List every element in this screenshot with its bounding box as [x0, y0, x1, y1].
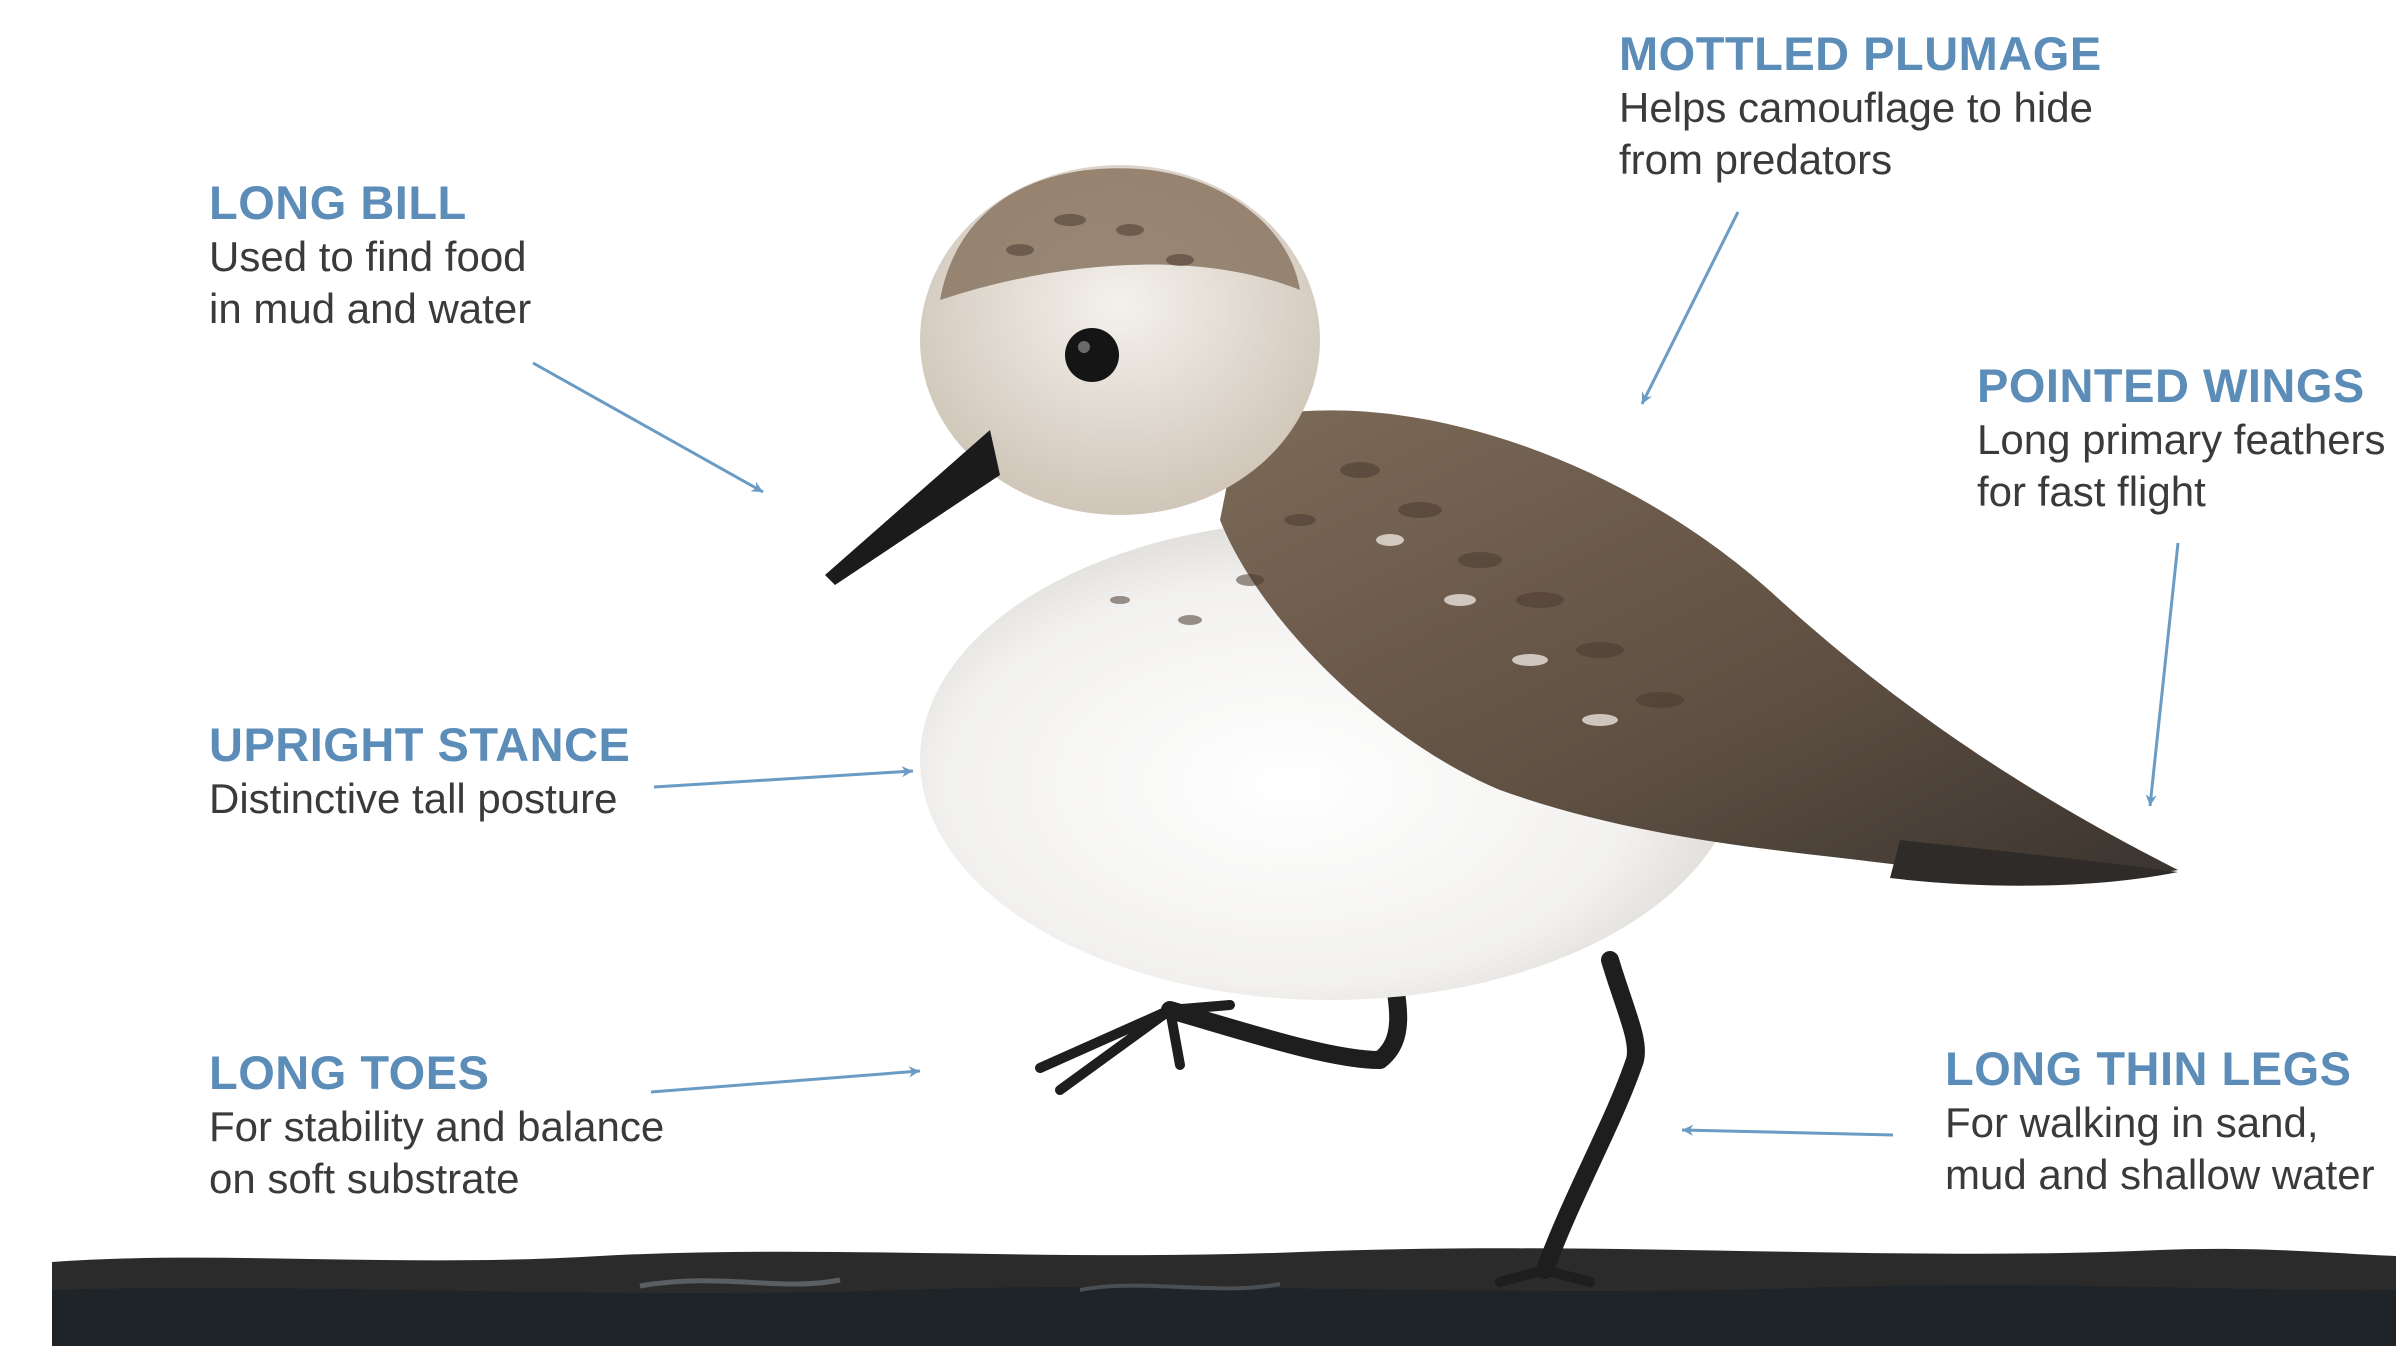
callout-text: Helps camouflage to hide [1619, 82, 2102, 134]
callout-title: POINTED WINGS [1977, 358, 2386, 414]
callout-long-bill: LONG BILL Used to find food in mud and w… [209, 175, 531, 335]
arrow-long-bill [533, 363, 763, 492]
callout-title: LONG BILL [209, 175, 531, 231]
callout-mottled-plumage: MOTTLED PLUMAGE Helps camouflage to hide… [1619, 26, 2102, 186]
callout-text: For walking in sand, [1945, 1097, 2375, 1149]
callout-title: LONG TOES [209, 1045, 664, 1101]
callout-text: for fast flight [1977, 466, 2386, 518]
callout-text: Used to find food [209, 231, 531, 283]
callout-text: on soft substrate [209, 1153, 664, 1205]
callout-text: from predators [1619, 134, 2102, 186]
callout-title: LONG THIN LEGS [1945, 1041, 2375, 1097]
callout-text: Long primary feathers [1977, 414, 2386, 466]
callout-title: UPRIGHT STANCE [209, 717, 630, 773]
callout-text: Distinctive tall posture [209, 773, 630, 825]
callout-text: in mud and water [209, 283, 531, 335]
callout-title: MOTTLED PLUMAGE [1619, 26, 2102, 82]
arrow-long-thin-legs [1682, 1130, 1893, 1135]
bird-legs [1040, 960, 1636, 1282]
arrow-upright-stance [654, 771, 913, 787]
arrow-pointed-wings [2150, 543, 2178, 806]
callout-long-toes: LONG TOES For stability and balance on s… [209, 1045, 664, 1205]
arrow-long-toes [651, 1071, 920, 1092]
arrow-mottled-plumage [1642, 212, 1738, 404]
callout-upright-stance: UPRIGHT STANCE Distinctive tall posture [209, 717, 630, 825]
callout-text: mud and shallow water [1945, 1149, 2375, 1201]
callout-text: For stability and balance [209, 1101, 664, 1153]
callout-long-thin-legs: LONG THIN LEGS For walking in sand, mud … [1945, 1041, 2375, 1201]
ground [52, 1248, 2396, 1346]
callout-pointed-wings: POINTED WINGS Long primary feathers for … [1977, 358, 2386, 518]
